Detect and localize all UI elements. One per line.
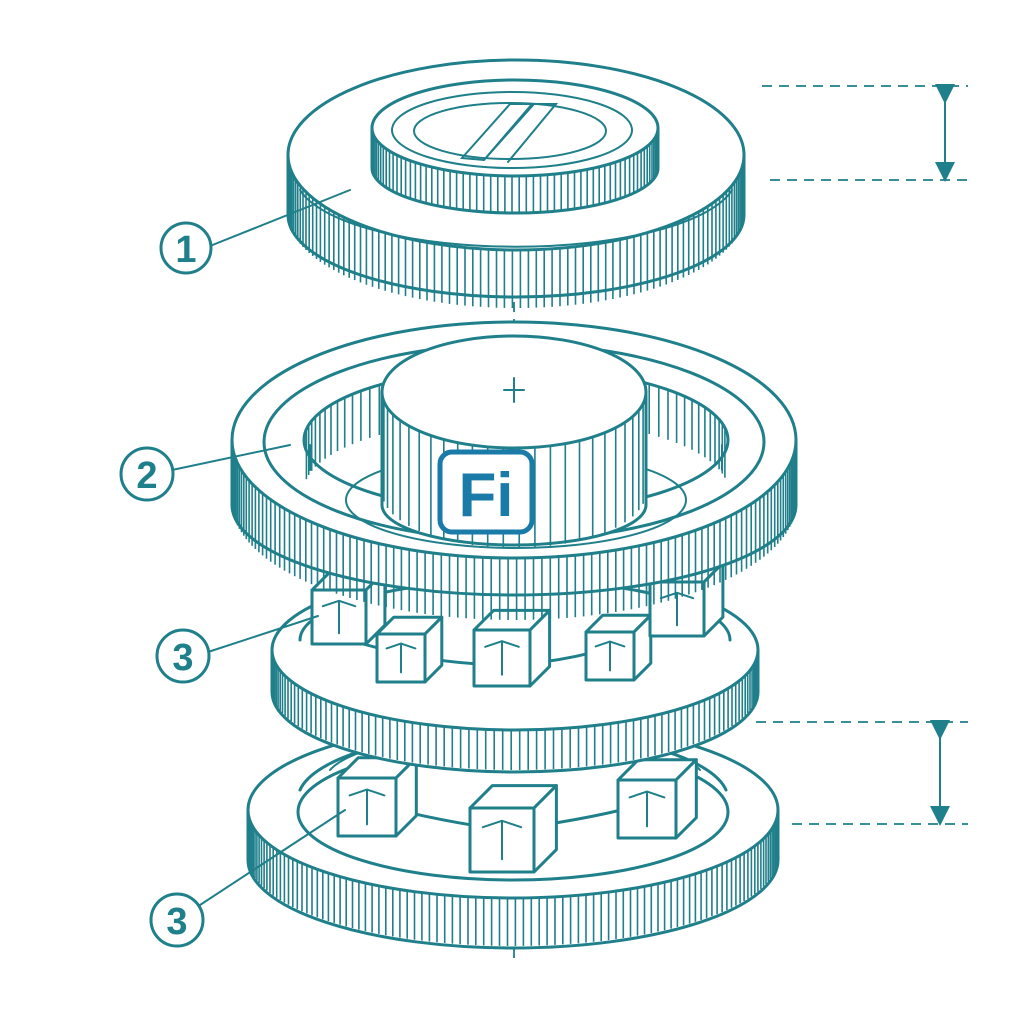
callout-3a: 3 [155,615,319,684]
cube-node-icon [472,608,552,688]
callout-3b: 3 [149,809,346,948]
knurl-ring-2 [231,445,797,620]
knurl-middle [271,654,759,770]
slot-mark-icon [459,103,535,162]
svg-text:3: 3 [172,637,193,679]
cube-node-icon [375,615,444,684]
cube-node-icon [336,756,418,838]
cube-node-icon [616,758,698,840]
fi-logo-text: Fi [458,461,513,530]
svg-text:1: 1 [175,229,196,271]
layer-bottom-ring [246,720,780,950]
svg-text:2: 2 [136,455,157,497]
layer-top-cap [286,58,746,308]
fi-logo-badge: Fi [437,449,535,535]
cube-node-icon [584,613,653,682]
cube-nodes-bottom [336,756,698,874]
knurl-bottom [247,814,779,946]
layer-ring-with-cylinder: Fi [230,320,798,620]
dimension-arrow-icon-bottom [756,720,968,826]
svg-text:3: 3 [166,901,187,943]
dimension-arrow-icon-top [762,84,968,182]
callout-1: 1 [159,189,351,275]
cube-node-icon [468,784,558,874]
knurl-disc [371,130,659,214]
callout-2: 2 [119,444,291,502]
knurl-well [305,384,726,480]
knurl-cap [287,159,745,308]
